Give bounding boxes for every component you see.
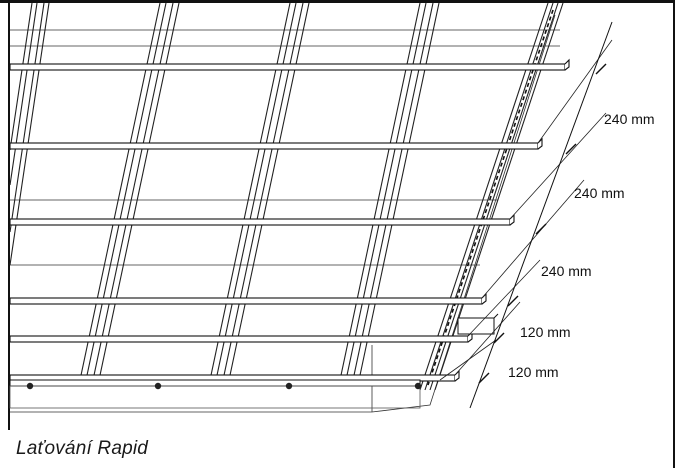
batten-4 xyxy=(9,292,487,305)
dimension-line xyxy=(469,21,613,409)
dimension-label-5: 120 mm xyxy=(508,364,559,380)
fastener-dots xyxy=(26,382,422,390)
eave-bracket xyxy=(457,313,499,335)
dimension-label-4: 120 mm xyxy=(520,324,571,340)
dimension-ticks xyxy=(478,63,607,384)
roof-outline xyxy=(10,14,560,413)
dimension-label-2: 240 mm xyxy=(574,185,625,201)
battens xyxy=(9,58,570,382)
batten-1 xyxy=(9,58,570,71)
dimension-extension-lines xyxy=(439,39,613,381)
edge-rafter-hatching xyxy=(427,9,554,386)
eave-board xyxy=(9,379,421,409)
dimension-label-1: 240 mm xyxy=(604,111,655,127)
batten-5 xyxy=(9,330,473,343)
dimension-label-3: 240 mm xyxy=(541,263,592,279)
batten-2 xyxy=(9,137,543,150)
figure-caption: Laťování Rapid xyxy=(16,438,149,459)
batten-3 xyxy=(9,213,515,226)
